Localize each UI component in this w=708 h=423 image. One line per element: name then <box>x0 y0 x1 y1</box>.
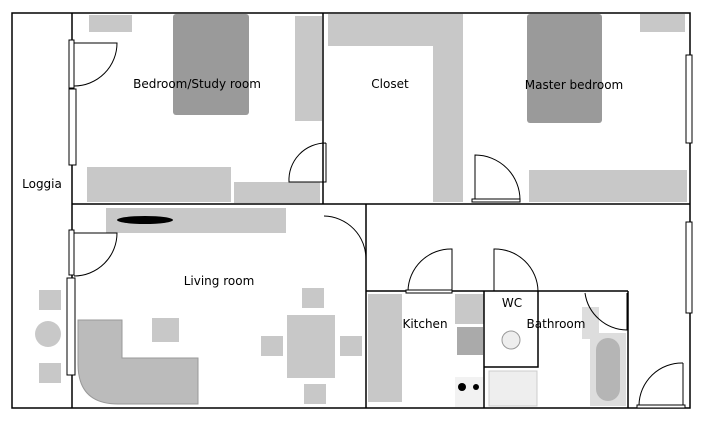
nightstand-master <box>640 14 685 32</box>
room-label-bathroom: Bathroom <box>526 317 586 331</box>
nightstand <box>89 15 132 32</box>
room-label-kitchen: Kitchen <box>402 317 448 331</box>
kitchen-counter <box>368 294 402 402</box>
doors <box>73 42 686 409</box>
dining-chair <box>340 336 362 356</box>
room-label-master-bedroom: Master bedroom <box>524 78 624 92</box>
dining-chair <box>302 288 324 308</box>
cabinet <box>234 182 320 203</box>
toilet <box>501 330 521 350</box>
kitchen-counter-corner <box>455 294 484 324</box>
sofa <box>77 319 199 405</box>
wardrobe <box>295 16 322 121</box>
chair <box>39 290 61 310</box>
ceiling-fan <box>117 216 173 224</box>
dining-table <box>287 315 335 378</box>
sink <box>457 327 483 355</box>
room-label-loggia: Loggia <box>22 177 62 191</box>
furniture <box>35 14 687 404</box>
room-label-wc: WC <box>501 296 523 310</box>
burner <box>473 384 479 390</box>
ottoman <box>152 318 179 342</box>
round-table <box>35 321 61 347</box>
burner <box>458 383 466 391</box>
dresser <box>529 170 687 202</box>
stove <box>455 377 483 407</box>
bed-master <box>527 14 602 123</box>
closet-shelf-side <box>433 14 463 202</box>
windows <box>66 39 693 376</box>
dining-chair <box>304 384 326 404</box>
bed-study <box>173 14 249 115</box>
chair <box>39 363 61 383</box>
bathtub <box>596 338 620 401</box>
room-label-living-room: Living room <box>183 274 255 288</box>
desk <box>87 167 231 202</box>
dining-chair <box>261 336 283 356</box>
room-label-closet: Closet <box>371 77 409 91</box>
room-label-bedroom-study: Bedroom/Study room <box>133 77 261 91</box>
shower-tray <box>488 370 538 407</box>
